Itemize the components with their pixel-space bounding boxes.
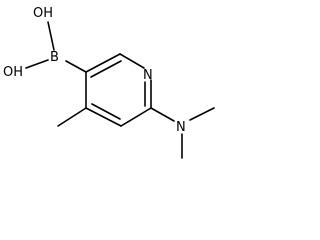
bond-b-oh-left: [25, 59, 49, 69]
bond-namine-methyl-up: [189, 107, 215, 121]
atom-label-oh-left: OH: [3, 65, 23, 80]
bond-c3-c2-inner: [90, 60, 122, 78]
atom-label-oh-top: OH: [33, 6, 53, 21]
atom-label-nitrogen-amine: N: [176, 120, 186, 135]
bond-b-c3: [65, 60, 87, 73]
atom-label-boron: B: [50, 50, 59, 65]
bond-c3-c2: [85, 53, 121, 73]
bond-c5-c4-inner: [91, 103, 121, 120]
bond-c6-namine: [150, 107, 175, 122]
atom-label-nitrogen-ring: N: [143, 68, 153, 83]
bond-b-oh-top: [47, 21, 55, 51]
bond-c5-c4: [85, 107, 122, 127]
molecule-structure: OH OH B N N: [3, 6, 215, 159]
bond-c2-n1: [119, 53, 145, 69]
bond-c4-methyl: [57, 107, 87, 127]
structure-canvas: OH OH B N N: [3, 6, 215, 159]
bond-c6-c5: [120, 107, 152, 127]
